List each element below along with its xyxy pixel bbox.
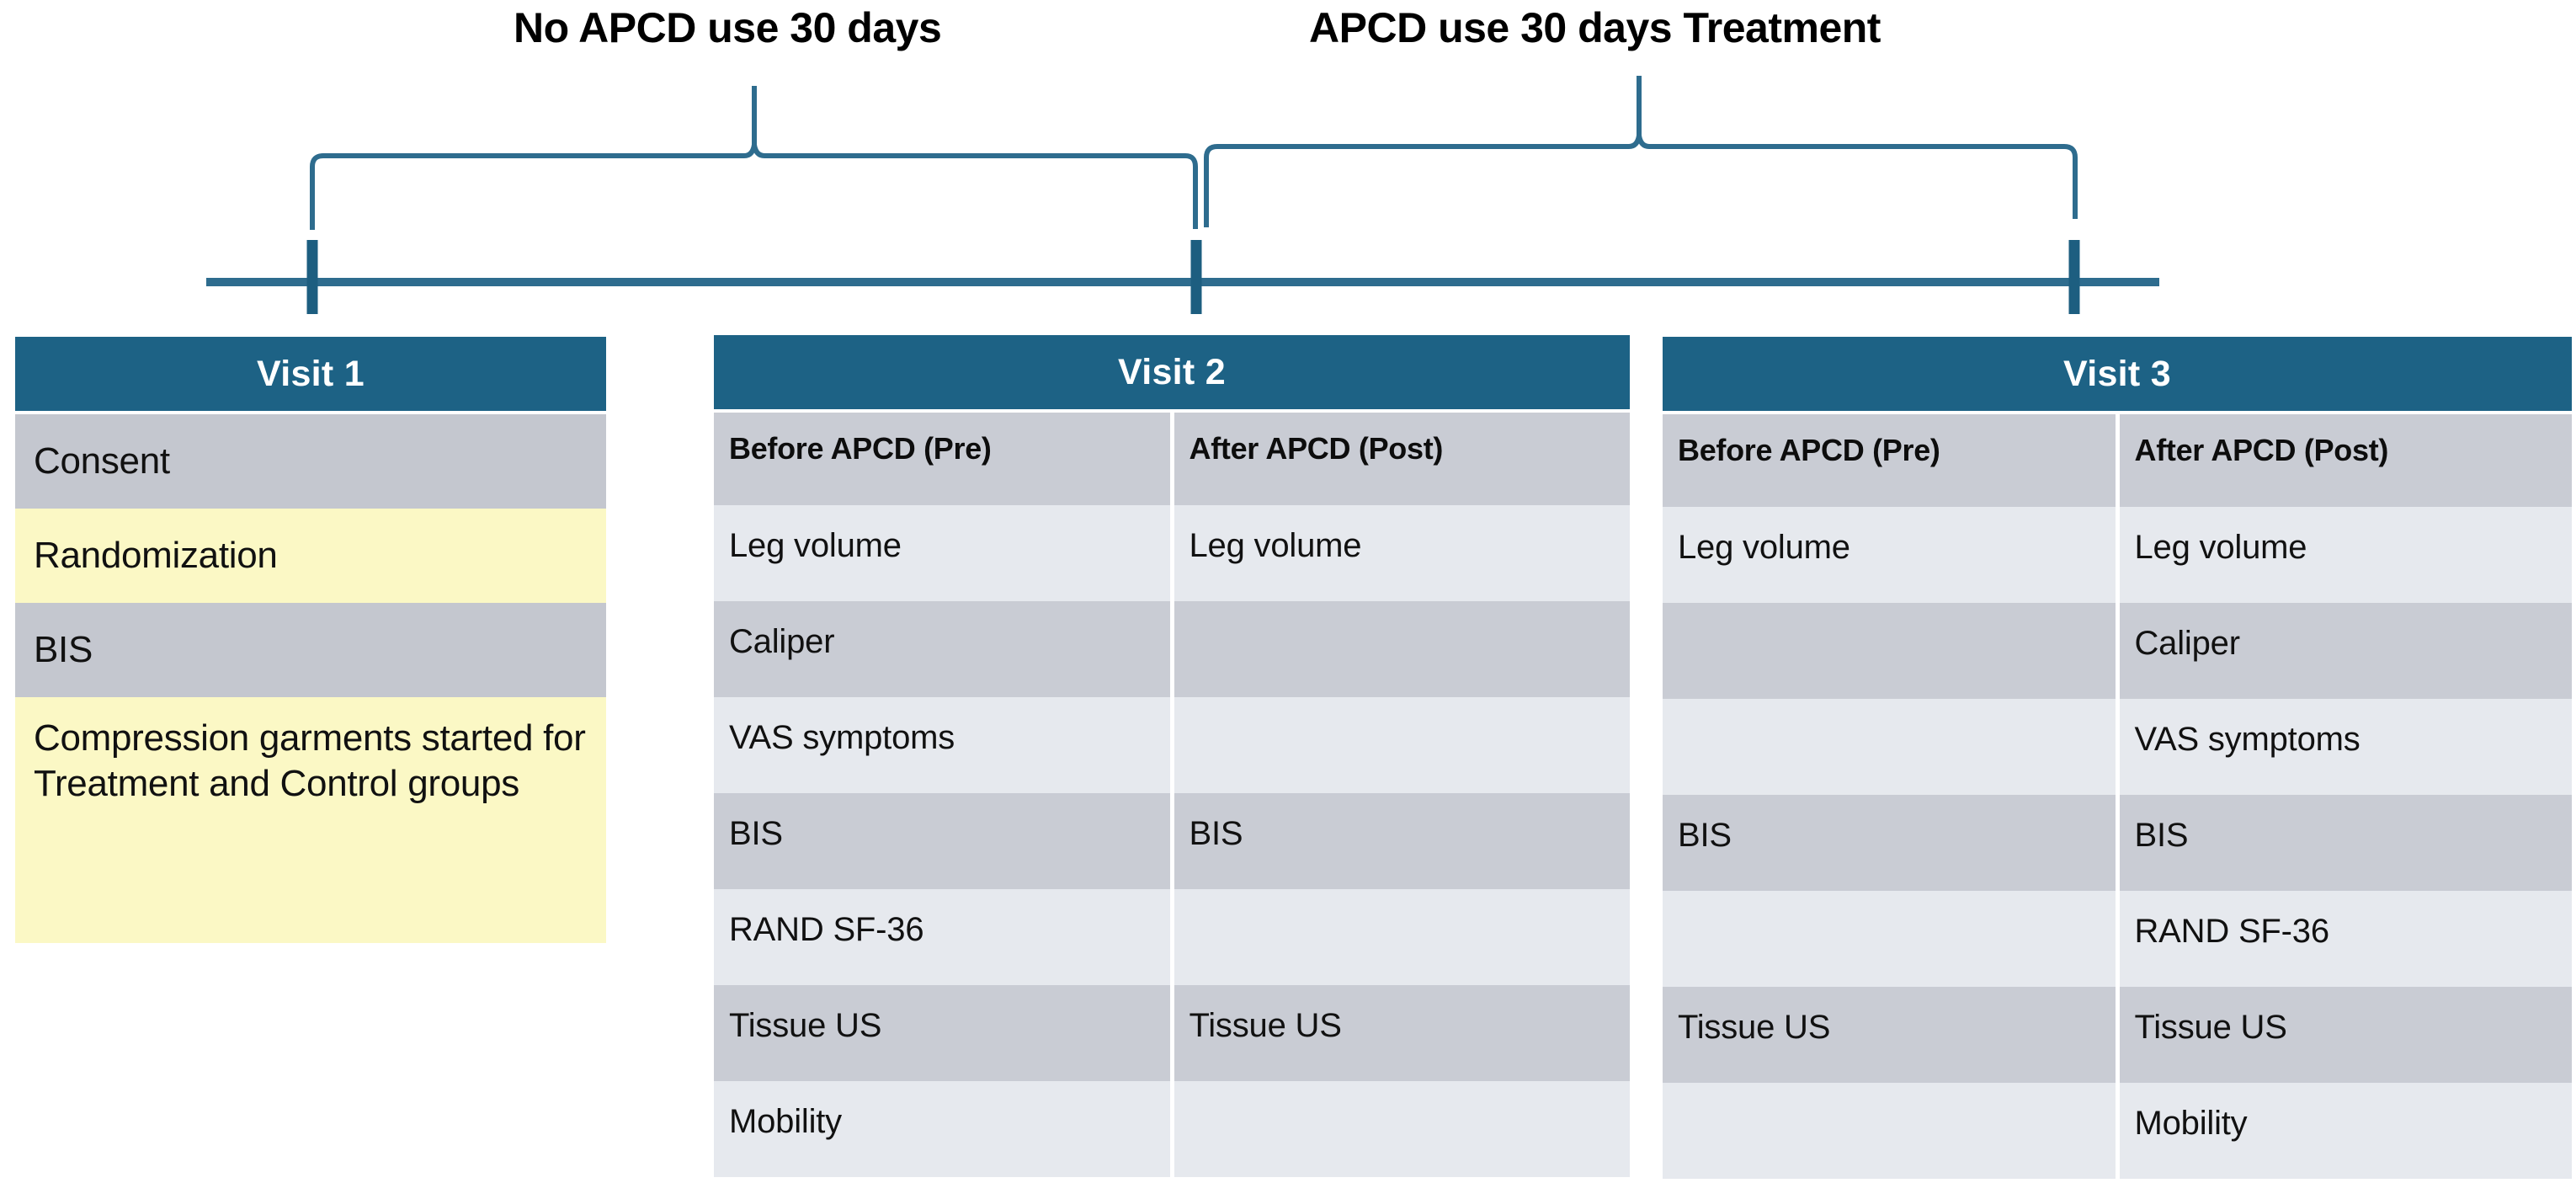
table-row: Caliper — [714, 601, 1170, 697]
table-row: Tissue US — [2119, 987, 2572, 1083]
table-row: Randomization — [15, 509, 606, 603]
table-row: Tissue US — [1663, 987, 2116, 1083]
visit-2-table: Visit 2 Before APCD (Pre) After APCD (Po… — [714, 335, 1630, 1177]
table-row: Tissue US — [1174, 985, 1630, 1081]
table-row: VAS symptoms — [2119, 699, 2572, 795]
row-gap — [714, 409, 1630, 413]
table-row — [1663, 699, 2116, 795]
visit-2-title: Visit 2 — [714, 335, 1630, 409]
phase-label-no-apcd: No APCD use 30 days — [514, 4, 942, 51]
table-row — [1174, 889, 1630, 985]
table-row: Leg volume — [1663, 507, 2116, 603]
visit-3-table: Visit 3 Before APCD (Pre) After APCD (Po… — [1663, 337, 2572, 1179]
table-row: Mobility — [2119, 1083, 2572, 1179]
table-row — [1663, 891, 2116, 987]
table-row: BIS — [1174, 793, 1630, 889]
table-row: Caliper — [2119, 603, 2572, 699]
column-header-after-apcd: After APCD (Post) — [1174, 413, 1630, 505]
table-row: BIS — [1663, 795, 2116, 891]
visit-3-title: Visit 3 — [1663, 337, 2572, 411]
table-row — [1174, 601, 1630, 697]
table-row — [1663, 603, 2116, 699]
bracket-apcd-treatment — [1204, 76, 2078, 227]
bracket-no-apcd — [310, 86, 1198, 230]
column-header-before-apcd: Before APCD (Pre) — [714, 413, 1170, 505]
table-row: Leg volume — [714, 505, 1170, 601]
table-row: Leg volume — [1174, 505, 1630, 601]
table-row: Leg volume — [2119, 507, 2572, 603]
row-gap — [15, 411, 606, 414]
table-row: Tissue US — [714, 985, 1170, 1081]
timeline-axis-group — [206, 76, 2159, 314]
phase-label-apcd-treatment: APCD use 30 days Treatment — [1309, 4, 1881, 51]
table-row: Consent — [15, 414, 606, 509]
table-row — [1174, 1081, 1630, 1177]
table-row: RAND SF-36 — [714, 889, 1170, 985]
table-row: VAS symptoms — [714, 697, 1170, 793]
table-row — [1174, 697, 1630, 793]
table-row: BIS — [2119, 795, 2572, 891]
table-row: Compression garments started for Treatme… — [15, 697, 606, 943]
column-header-before-apcd: Before APCD (Pre) — [1663, 414, 2116, 507]
table-row: RAND SF-36 — [2119, 891, 2572, 987]
visit-1-table: Visit 1 Consent Randomization BIS Compre… — [15, 337, 606, 943]
table-row: Mobility — [714, 1081, 1170, 1177]
row-gap — [1663, 411, 2572, 414]
table-row: BIS — [15, 603, 606, 697]
column-header-after-apcd: After APCD (Post) — [2119, 414, 2572, 507]
table-row: BIS — [714, 793, 1170, 889]
table-row — [1663, 1083, 2116, 1179]
visit-1-title: Visit 1 — [15, 337, 606, 411]
